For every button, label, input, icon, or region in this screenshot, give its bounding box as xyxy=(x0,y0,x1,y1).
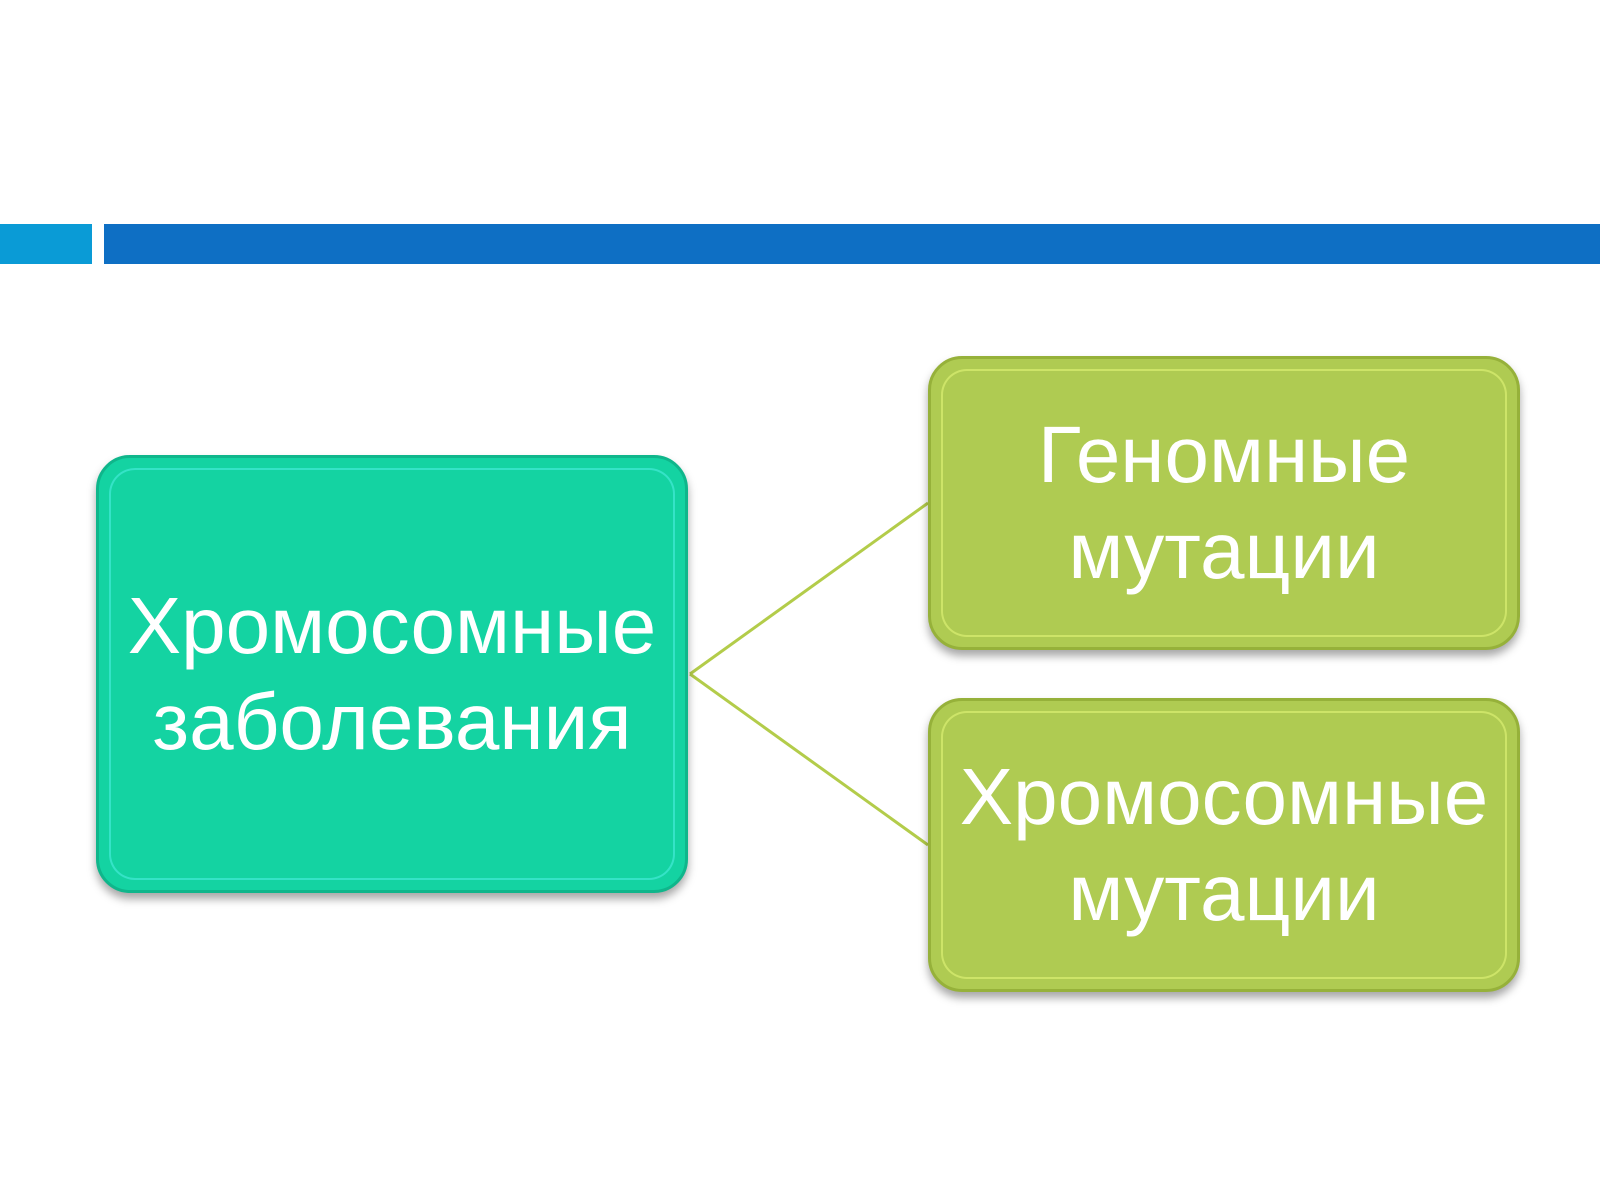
header-bar xyxy=(104,224,1600,264)
child-node-label: Геномные мутации xyxy=(1037,410,1411,595)
connector-to-chromosomal xyxy=(689,672,929,847)
child-node-chromosomal-mutations: Хромосомные мутации xyxy=(928,698,1520,992)
root-node-chromosomal-diseases: Хромосомные заболевания xyxy=(96,455,688,893)
child-node-label: Хромосомные мутации xyxy=(959,752,1489,937)
header-accent-bar xyxy=(0,224,92,264)
root-node-label: Хромосомные заболевания xyxy=(127,581,657,766)
connector-to-genomic xyxy=(689,501,929,676)
child-node-genomic-mutations: Геномные мутации xyxy=(928,356,1520,650)
